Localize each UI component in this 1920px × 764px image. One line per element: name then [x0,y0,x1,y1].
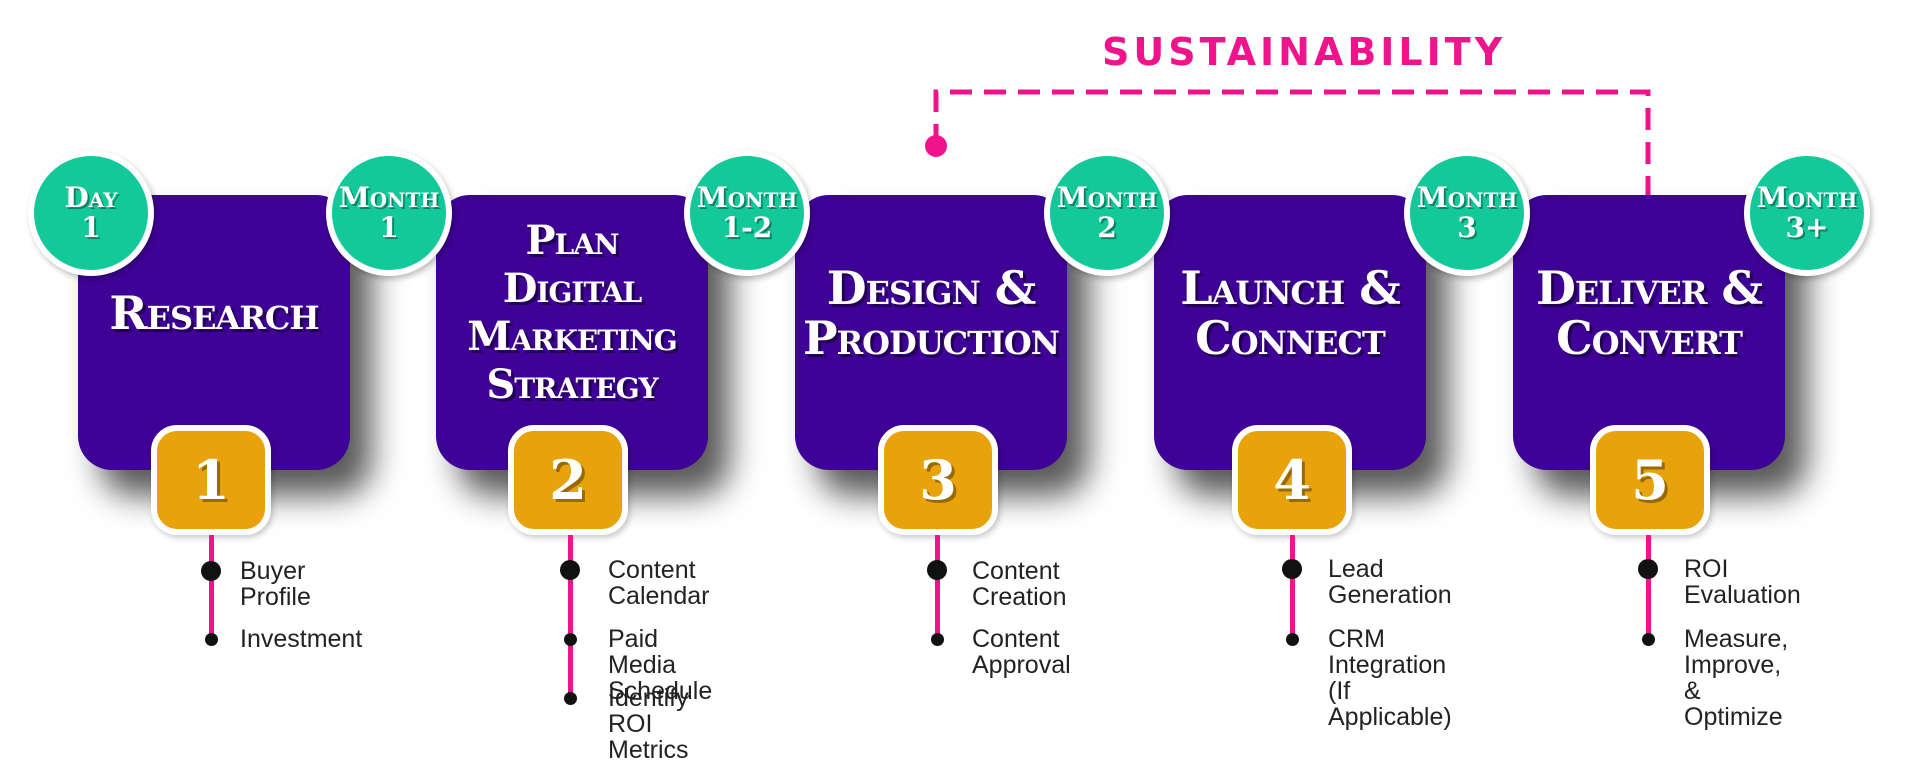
step-number: 3 [878,425,998,535]
item-bullet [564,692,577,705]
step-1: Research Day 1 1 Buyer Profile Investmen… [0,0,362,652]
step-number: 2 [508,425,628,535]
list-item: Paid Media Schedule [608,625,713,705]
badge-value: 1-2 [721,211,773,244]
list-item: Lead Generation [1328,555,1452,609]
list-item: Content Calendar [608,556,710,610]
step-title: Design & Production [802,260,1060,365]
items-line [209,535,214,643]
step-number: 4 [1232,425,1352,535]
timeline-badge: Month 2 [1044,150,1170,276]
list-item: CRM Integration (If Applicable) [1328,625,1452,731]
list-item: Buyer Profile [240,557,311,611]
badge-value: 3+ [1785,211,1829,244]
step-title: Deliver & Convert [1535,260,1763,365]
step-title: Research [109,285,319,340]
step-3: Design & Production Month 1-2 3 Content … [0,0,1071,678]
timeline-badge: Month 1-2 [684,150,810,276]
list-item: Content Creation [972,557,1067,611]
list-item: Content Approval [972,625,1071,679]
item-bullet [1638,559,1658,579]
sustainability-dashed-line [933,89,1651,195]
step-4: Launch & Connect Month 2 4 Lead Generati… [0,0,1452,730]
items-line [1290,535,1295,643]
timeline-badge-final: Month 3+ [1744,150,1870,276]
badge-value: 1 [81,211,101,244]
step-number: 1 [151,425,271,535]
items-line [1646,535,1651,643]
badge-unit: Day [64,181,118,214]
step-card: Deliver & Convert [1513,195,1785,470]
item-bullet [560,560,580,580]
step-card: Design & Production [795,195,1067,470]
list-item: ROI Evaluation [1684,555,1801,609]
badge-unit: Month [696,181,798,214]
timeline-badge: Day 1 [28,150,154,276]
step-card: Plan Digital Marketing Strategy [436,195,708,470]
step-title: Launch & Connect [1180,260,1401,365]
item-bullet [1286,633,1299,646]
badge-unit: Month [1056,181,1158,214]
item-bullet [927,560,947,580]
badge-unit: Month [1416,181,1518,214]
badge-value: 3 [1457,211,1477,244]
item-bullet [564,633,577,646]
list-item: Identify ROI Metrics [608,684,689,764]
timeline-badge: Month 1 [326,150,452,276]
timeline-badge: Month 3 [1404,150,1530,276]
badge-unit: Month [1756,181,1858,214]
item-bullet [205,633,218,646]
badge-value: 1 [379,211,399,244]
item-bullet [1642,633,1655,646]
sustainability-start-dot [925,135,947,157]
items-line [935,535,940,643]
sustainability-label: SUSTAINABILITY [1102,30,1507,74]
step-number: 5 [1590,425,1710,535]
step-card: Launch & Connect [1154,195,1426,470]
step-title: Plan Digital Marketing Strategy [467,216,677,408]
item-bullet [931,633,944,646]
items-line [568,535,573,697]
list-item: Measure, Improve, & Optimize [1684,625,1789,731]
badge-unit: Month [338,181,440,214]
item-bullet [201,561,221,581]
badge-value: 2 [1097,211,1117,244]
step-2: Plan Digital Marketing Strategy Month 1 … [0,0,712,763]
list-item: Investment [240,625,363,653]
item-bullet [1282,559,1302,579]
step-5: Deliver & Convert Month 3 5 ROI Evaluati… [0,0,1801,730]
